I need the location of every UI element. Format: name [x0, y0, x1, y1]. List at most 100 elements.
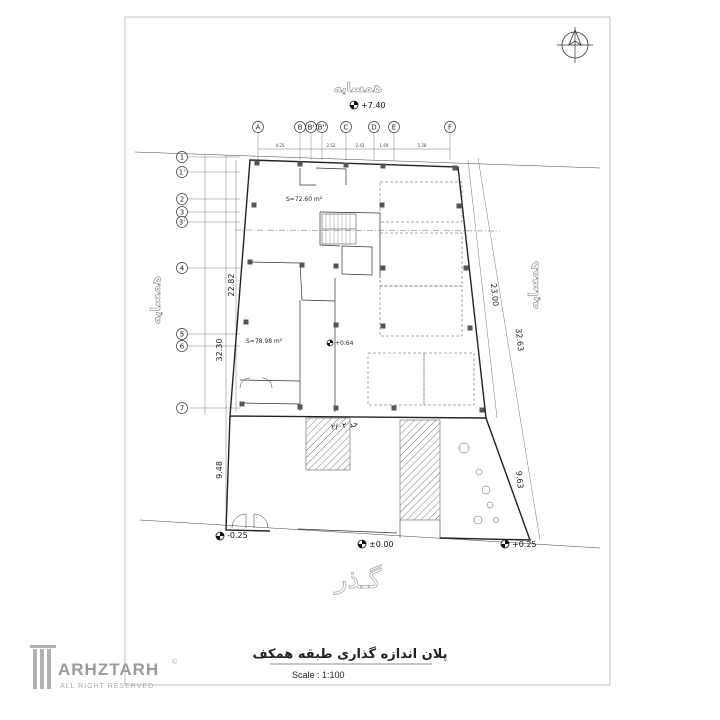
structural-column [333, 405, 339, 411]
structural-column [297, 404, 303, 410]
area-label-lower: S=78.98 m² [246, 338, 283, 345]
structural-column [380, 323, 386, 329]
level-mid-text: +0.64 [335, 340, 354, 347]
structural-column [452, 165, 458, 171]
sheet-border [124, 16, 611, 686]
parking-spaces [367, 181, 475, 406]
building-walls [225, 159, 532, 541]
column-axis-label: E [392, 124, 396, 132]
column-axis-label: A [256, 124, 261, 132]
level-center-text: ±0.00 [369, 540, 394, 549]
title-block: پلان اندازه گذاری طبقه همکف Scale : 1:10… [253, 646, 448, 680]
row-axis-label: 2 [180, 196, 184, 204]
logo-subtitle: ALL RIGHT RESERVED [60, 683, 154, 690]
structural-column [391, 405, 397, 411]
row-axis-bubble [176, 216, 188, 228]
dim-right-low: 9.63 [514, 470, 525, 489]
dim-left-total: 32.30 [215, 339, 224, 362]
structural-column [456, 203, 462, 209]
row-axis-label: 1 [180, 154, 184, 162]
row-axis-bubble [176, 151, 188, 163]
row-axis-bubble [176, 166, 188, 178]
structural-column [380, 265, 386, 271]
left-dimension-chain: 32.30 22.82 9.48 [204, 155, 237, 530]
logo-name: ARHZTARH [58, 660, 159, 679]
level-top-text: +7.40 [361, 101, 386, 110]
column-axis-label: C [344, 124, 349, 132]
dim-top-d: 1.69 [380, 143, 389, 148]
column-axis-label: F [448, 124, 452, 132]
north-arrow-icon [557, 27, 593, 63]
boundary-note: حد ۲/۰۲ [331, 419, 359, 432]
dim-top-c: 2.43 [356, 143, 365, 148]
brand-logo: ARHZTARH © ALL RIGHT RESERVED [30, 645, 178, 690]
dim-top-b: 2.52 [327, 143, 336, 148]
row-axis-label: 3' [179, 219, 185, 227]
neighbor-label-left: همسایه [149, 276, 164, 325]
structural-column [333, 322, 339, 328]
street-label: گـذر [333, 564, 382, 595]
section-line [234, 229, 501, 232]
level-right-text: +0.25 [512, 540, 537, 549]
level-marker-right: +0.25 [500, 539, 537, 549]
structural-column [467, 325, 473, 331]
drawing-scale: Scale : 1:100 [292, 670, 345, 680]
column-axis-label: D [371, 124, 376, 132]
drawing-title: پلان اندازه گذاری طبقه همکف [253, 646, 448, 662]
garden-trees [458, 442, 499, 525]
structural-column [239, 401, 245, 407]
structural-column [254, 160, 260, 166]
row-axis-bubble [176, 193, 188, 205]
dim-top-e: 5.28 [418, 143, 427, 148]
dim-right-inner: 23.00 [489, 283, 500, 307]
dim-left-inner: 22.82 [227, 274, 236, 297]
dim-right-total: 32.63 [514, 328, 525, 352]
column-axis-label: B [298, 124, 303, 132]
row-axis-bubble [176, 340, 188, 352]
interior-walls [239, 167, 381, 412]
dim-left-low: 9.48 [215, 461, 224, 479]
entrance-ramps [305, 417, 441, 538]
column-axis-bubble [316, 121, 328, 133]
structural-column [251, 202, 257, 208]
column-axis-bubble [388, 121, 400, 133]
row-axis-label: 1' [179, 169, 185, 177]
column-axis-label: B' [308, 124, 315, 132]
row-axis-bubble [176, 328, 188, 340]
structural-column [343, 162, 349, 168]
structural-column [297, 161, 303, 167]
row-axis-bubble [176, 262, 188, 274]
structural-column [299, 262, 305, 268]
level-marker-center: ±0.00 [357, 539, 394, 549]
structural-column [379, 202, 385, 208]
structural-column [479, 407, 485, 413]
structural-column [247, 259, 253, 265]
level-marker-left: -0.25 [215, 531, 248, 541]
level-marker-mid: +0.64 [326, 339, 354, 347]
dim-top-a: 4.25 [276, 143, 285, 148]
structural-columns [239, 160, 485, 413]
stair [321, 213, 357, 245]
column-axis-bubble [368, 121, 380, 133]
plot-boundary [134, 151, 601, 549]
row-axis-bubble [176, 402, 188, 414]
column-axis-bubble [340, 121, 352, 133]
row-axis-label: 3 [180, 209, 184, 217]
neighbor-label-right: همسایه [527, 261, 542, 310]
row-axis-label: 5 [180, 331, 184, 339]
row-axis-label: 4 [180, 265, 185, 273]
area-label-upper: S=72.60 m² [286, 196, 323, 203]
right-dimension-chain: 23.00 32.63 9.63 [467, 157, 541, 541]
entrance-doors [231, 377, 273, 529]
level-marker-top: +7.40 [349, 100, 386, 110]
column-axis-bubble [444, 121, 456, 133]
logo-copyright: © [172, 658, 178, 666]
column-axis-bubble [252, 121, 264, 133]
level-left-text: -0.25 [227, 531, 248, 540]
neighbor-label-top: همسایه [334, 81, 383, 96]
structural-column [380, 163, 386, 169]
structural-column [243, 319, 249, 325]
